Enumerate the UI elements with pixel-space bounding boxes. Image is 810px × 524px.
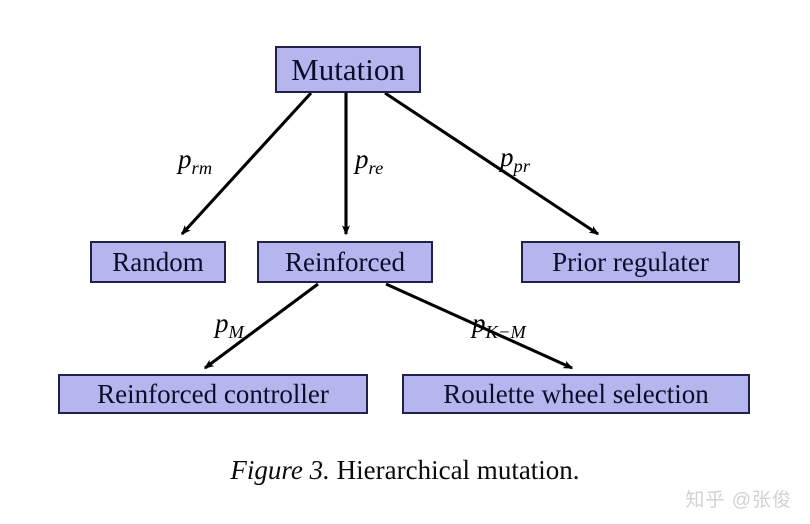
edge-label-p-pr: ppr bbox=[500, 142, 530, 175]
watermark: 知乎 @张俊 bbox=[685, 490, 792, 511]
edge-label-p-m: pM bbox=[215, 308, 244, 341]
figure-caption-label: Figure 3. bbox=[230, 455, 330, 485]
node-random-label: Random bbox=[112, 246, 204, 277]
figure-caption: Figure 3. Hierarchical mutation. bbox=[0, 455, 810, 486]
edge-mutation-random bbox=[180, 91, 313, 236]
edge-label-p-re-base: p bbox=[355, 144, 369, 174]
edge-label-p-k-m-sub: K−M bbox=[485, 321, 527, 342]
edge-label-p-m-base: p bbox=[215, 308, 229, 338]
edge-label-p-k-m: pK−M bbox=[472, 308, 526, 341]
edge-label-p-re-sub: re bbox=[368, 157, 384, 178]
figure-caption-text: Hierarchical mutation. bbox=[336, 455, 580, 485]
node-mutation[interactable]: Mutation bbox=[275, 46, 421, 93]
edge-label-p-re: pre bbox=[355, 144, 384, 177]
node-roulette-wheel-selection[interactable]: Roulette wheel selection bbox=[402, 374, 750, 414]
node-reinforced-label: Reinforced bbox=[285, 246, 405, 277]
node-prior-regulater[interactable]: Prior regulater bbox=[521, 241, 740, 283]
edge-label-p-rm-base: p bbox=[178, 144, 192, 174]
node-reinforced[interactable]: Reinforced bbox=[257, 241, 433, 283]
edge-label-p-rm-sub: rm bbox=[191, 157, 213, 178]
edge-label-p-m-sub: M bbox=[228, 321, 244, 342]
node-mutation-label: Mutation bbox=[291, 51, 405, 87]
edge-reinforced-controller bbox=[203, 282, 319, 370]
node-reinforced-controller-label: Reinforced controller bbox=[97, 378, 329, 409]
node-roulette-wheel-selection-label: Roulette wheel selection bbox=[443, 378, 709, 409]
edge-label-p-pr-base: p bbox=[500, 142, 514, 172]
edge-mutation-prior-regulater bbox=[384, 91, 600, 236]
edge-reinforced-roulette bbox=[385, 282, 574, 370]
node-prior-regulater-label: Prior regulater bbox=[552, 246, 709, 277]
edge-label-p-k-m-base: p bbox=[472, 308, 486, 338]
node-random[interactable]: Random bbox=[90, 241, 226, 283]
node-reinforced-controller[interactable]: Reinforced controller bbox=[58, 374, 368, 414]
edge-label-p-pr-sub: pr bbox=[513, 155, 531, 176]
edge-label-p-rm: prm bbox=[178, 144, 212, 177]
